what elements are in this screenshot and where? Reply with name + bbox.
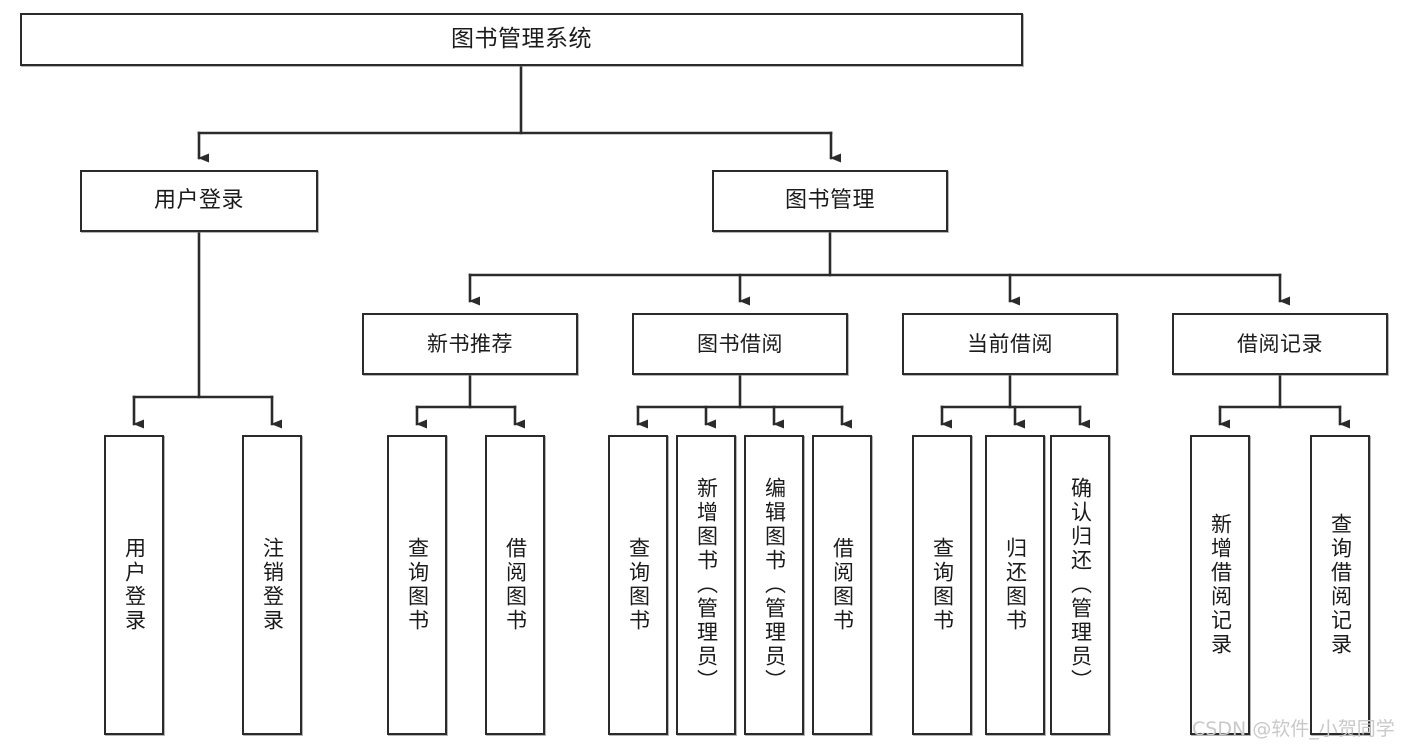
node-current-borrow-label: 当前借阅 — [967, 331, 1053, 356]
node-book-borrow[interactable]: 图书借阅 — [632, 313, 848, 375]
node-leaf-query-borrow-record-label: 查询借阅记录 — [1328, 513, 1353, 657]
node-leaf-add-borrow-record[interactable]: 新增借阅记录 — [1190, 435, 1250, 735]
node-leaf-query-borrow-record[interactable]: 查询借阅记录 — [1310, 435, 1370, 735]
node-leaf-query-book-1-label: 查询图书 — [405, 537, 430, 633]
node-leaf-query-book-2-label: 查询图书 — [626, 537, 651, 633]
node-new-book-recommend-label: 新书推荐 — [427, 331, 513, 356]
node-leaf-query-book-3[interactable]: 查询图书 — [912, 435, 972, 735]
node-leaf-edit-book-admin-label: 编辑图书（管理员） — [762, 477, 787, 693]
node-leaf-add-borrow-record-label: 新增借阅记录 — [1208, 513, 1233, 657]
node-leaf-add-book-admin[interactable]: 新增图书（管理员） — [676, 435, 736, 735]
node-new-book-recommend[interactable]: 新书推荐 — [362, 313, 578, 375]
node-user-login-label: 用户登录 — [153, 188, 244, 214]
node-leaf-borrow-book-1-label: 借阅图书 — [503, 537, 528, 633]
node-leaf-logout[interactable]: 注销登录 — [242, 435, 302, 735]
node-root[interactable]: 图书管理系统 — [20, 13, 1023, 66]
node-current-borrow[interactable]: 当前借阅 — [902, 313, 1118, 375]
node-leaf-return-book[interactable]: 归还图书 — [985, 435, 1045, 735]
node-leaf-user-login-label: 用户登录 — [122, 537, 147, 633]
node-leaf-borrow-book-1[interactable]: 借阅图书 — [485, 435, 545, 735]
node-leaf-return-book-label: 归还图书 — [1003, 537, 1028, 633]
node-leaf-borrow-book-2[interactable]: 借阅图书 — [812, 435, 872, 735]
node-book-manage-label: 图书管理 — [784, 188, 875, 214]
node-leaf-add-book-admin-label: 新增图书（管理员） — [694, 477, 719, 693]
node-leaf-user-login[interactable]: 用户登录 — [104, 435, 164, 735]
csdn-watermark: CSDN @软件_小贺同学 — [1192, 718, 1395, 740]
node-leaf-borrow-book-2-label: 借阅图书 — [830, 537, 855, 633]
node-book-borrow-label: 图书借阅 — [697, 331, 783, 356]
node-leaf-query-book-2[interactable]: 查询图书 — [608, 435, 668, 735]
node-leaf-query-book-3-label: 查询图书 — [930, 537, 955, 633]
node-borrow-record-label: 借阅记录 — [1237, 331, 1323, 356]
node-leaf-edit-book-admin[interactable]: 编辑图书（管理员） — [744, 435, 804, 735]
node-book-manage[interactable]: 图书管理 — [712, 170, 948, 232]
node-user-login[interactable]: 用户登录 — [80, 170, 318, 232]
node-leaf-confirm-return-admin-label: 确认归还（管理员） — [1068, 477, 1093, 693]
node-borrow-record[interactable]: 借阅记录 — [1172, 313, 1388, 375]
node-leaf-confirm-return-admin[interactable]: 确认归还（管理员） — [1050, 435, 1110, 735]
node-leaf-logout-label: 注销登录 — [260, 537, 285, 633]
node-root-label: 图书管理系统 — [451, 26, 592, 53]
node-leaf-query-book-1[interactable]: 查询图书 — [387, 435, 447, 735]
